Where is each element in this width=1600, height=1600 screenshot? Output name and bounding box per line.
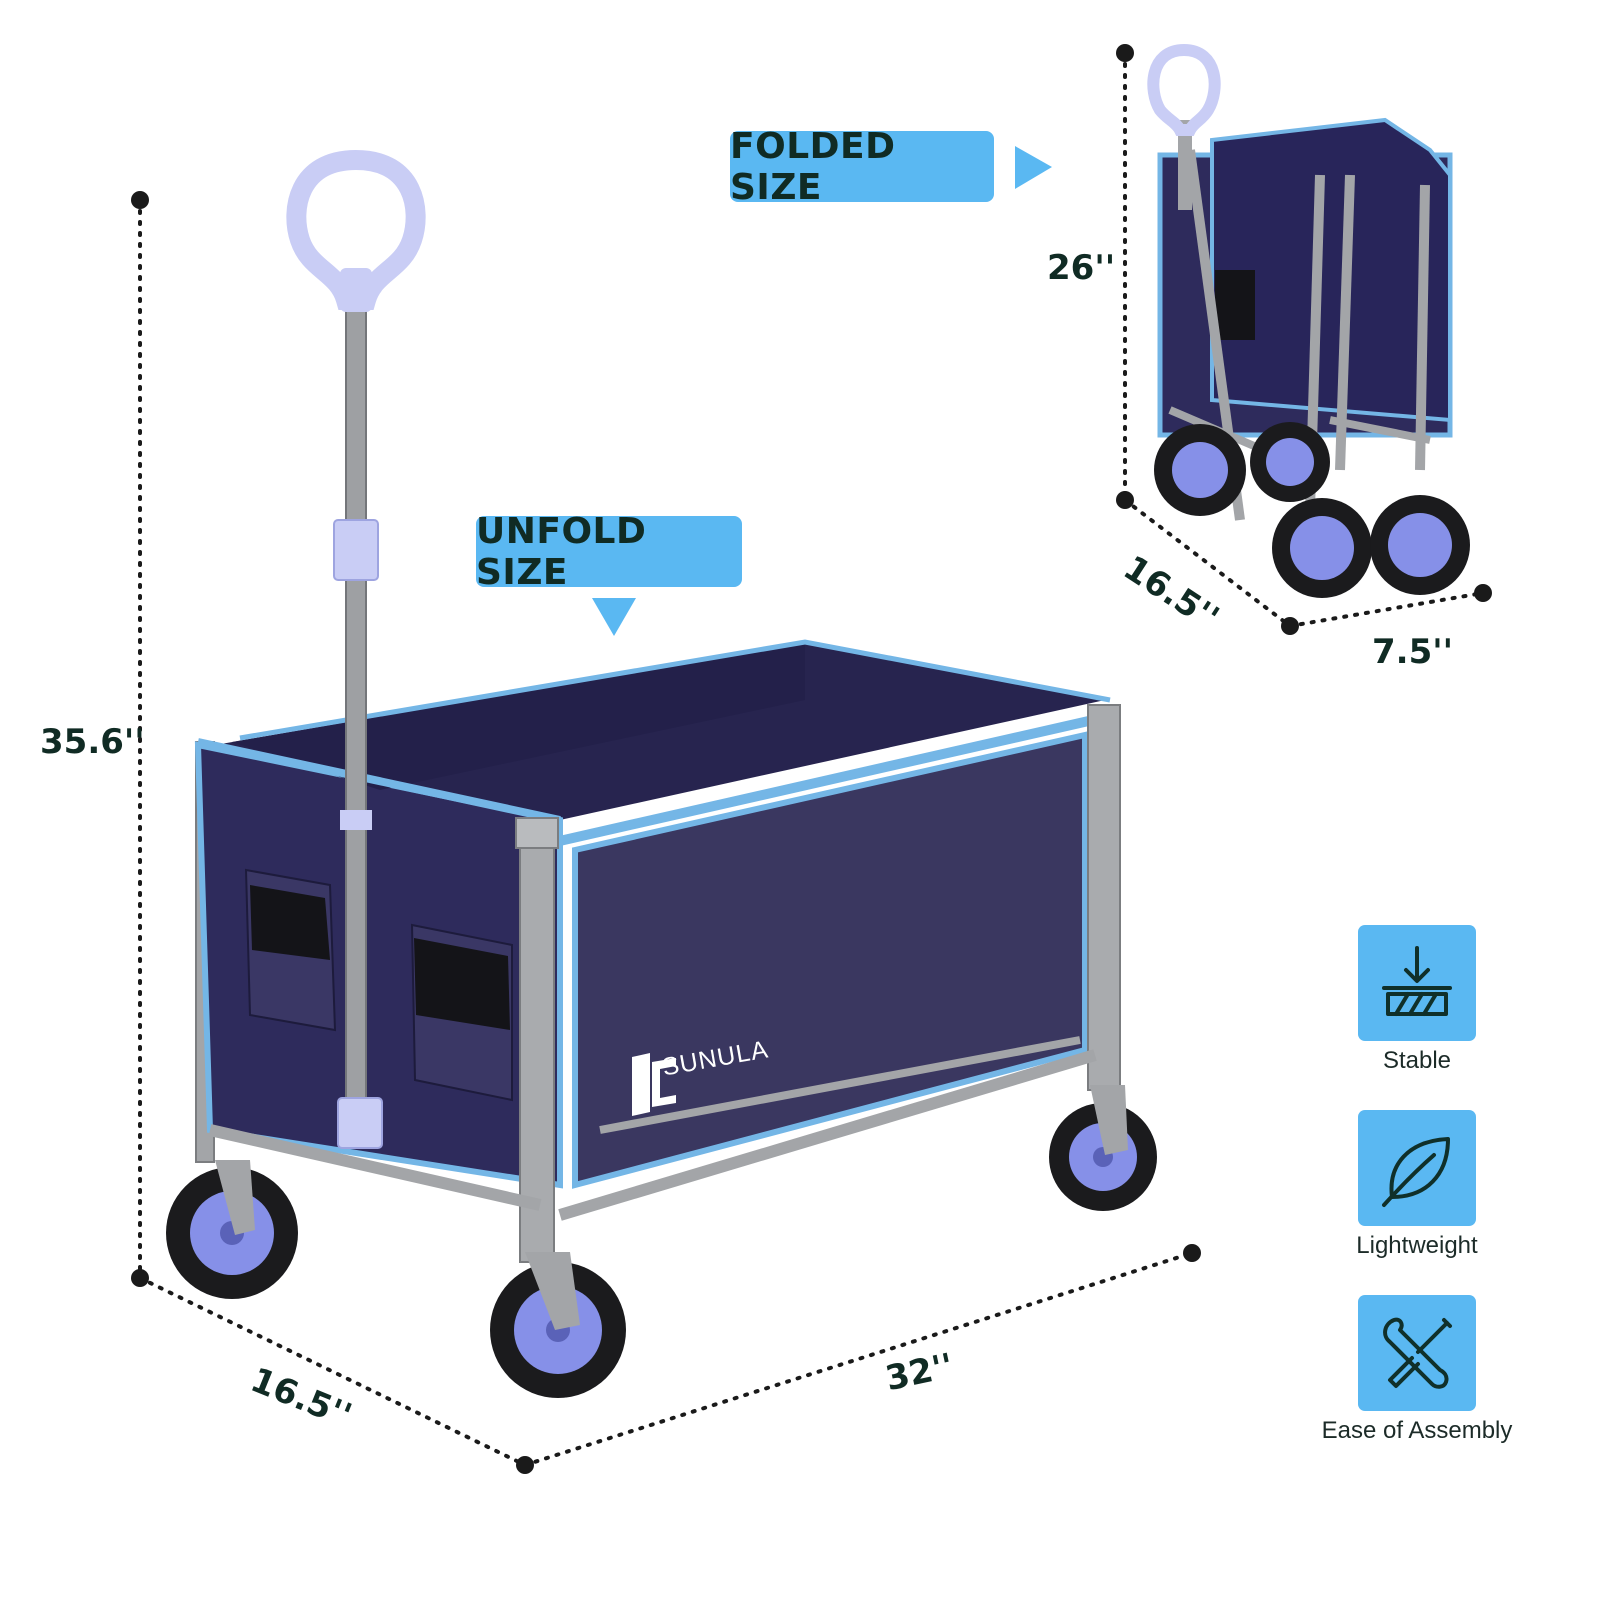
- brand-logo-mark: [632, 1053, 676, 1116]
- feature-stable: Stable: [1317, 925, 1517, 1075]
- leaf-icon: [1382, 1137, 1450, 1207]
- unfold-pointer: [592, 598, 636, 636]
- wheel-front-left: [490, 1252, 626, 1398]
- unfolded-height-label: 35.6'': [40, 722, 145, 762]
- dimension-endpoints: [131, 44, 1492, 1474]
- folded-wagon: [1147, 43, 1470, 598]
- dimension-lines: [138, 51, 1485, 1467]
- tools-icon: [1383, 1317, 1452, 1389]
- unfolded-wagon: [166, 149, 1157, 1398]
- feature-label-lightweight: Lightweight: [1356, 1232, 1478, 1259]
- feature-label-ease-of-assembly: Ease of Assembly: [1321, 1417, 1513, 1444]
- feature-label-stable: Stable: [1382, 1047, 1452, 1074]
- feature-lightweight: Lightweight: [1317, 1110, 1517, 1260]
- wheel-front-right: [1049, 1085, 1157, 1211]
- feature-ease-of-assembly: Ease of Assembly: [1317, 1295, 1517, 1445]
- folded-width-label: 7.5'': [1372, 632, 1454, 672]
- folded-height-label: 26'': [1047, 248, 1116, 288]
- unfold-size-tag: UNFOLD SIZE: [476, 511, 742, 593]
- wheel-rear-left: [166, 1160, 298, 1299]
- stable-icon: [1382, 946, 1452, 1016]
- folded-pointer: [1015, 146, 1052, 189]
- wagon-handle: [286, 149, 426, 1149]
- folded-size-tag: FOLDED SIZE: [730, 126, 994, 208]
